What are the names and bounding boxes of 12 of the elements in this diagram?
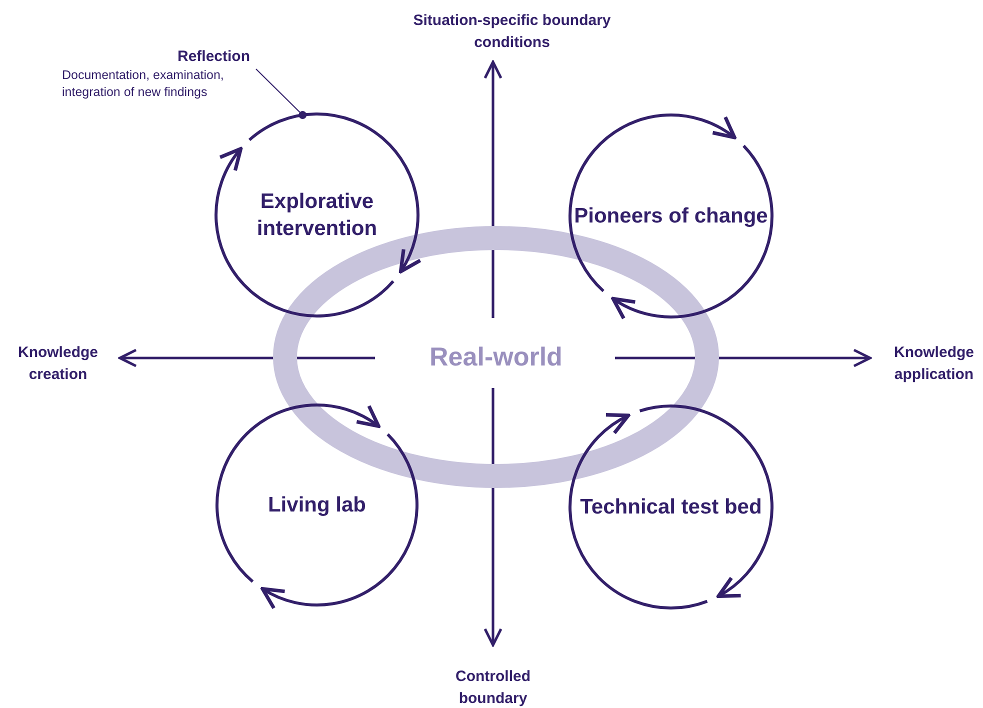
node-label: Real-world [428, 344, 564, 370]
axis-label: Situation-specific boundary conditions [412, 11, 612, 53]
node-label: Explorative intervention [256, 189, 378, 242]
leader-line [256, 68, 307, 120]
node-label: Pioneers of change [573, 204, 769, 230]
callout-title: Reflection [176, 47, 250, 67]
node-label: Technical test bed [579, 494, 763, 520]
callout-text: Documentation, examination, integration of new findings [61, 67, 225, 101]
axis-label: Knowledge creation [16, 343, 99, 385]
axis-label: Controlled boundary [454, 667, 532, 708]
node-label: Living lab [266, 492, 367, 518]
axis-label: Knowledge application [892, 343, 975, 385]
